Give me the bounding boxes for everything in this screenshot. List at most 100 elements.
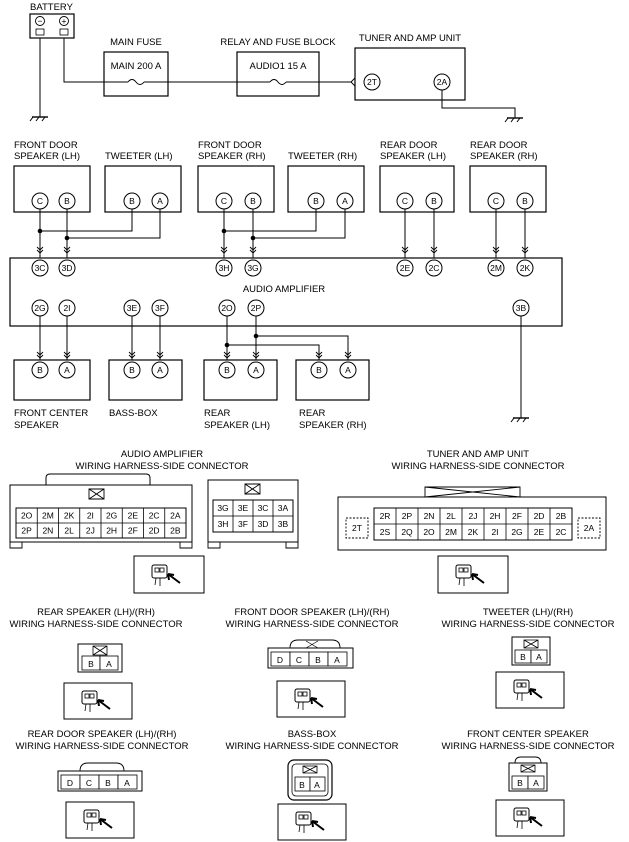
amp-small-connector-cell: 3H bbox=[218, 519, 229, 529]
svg-text:C: C bbox=[296, 655, 302, 665]
main-fuse: MAIN FUSE MAIN 200 A bbox=[103, 37, 169, 97]
svg-text:TWEETER (LH): TWEETER (LH) bbox=[105, 151, 173, 162]
svg-text:SPEAKER (LH): SPEAKER (LH) bbox=[204, 420, 270, 431]
amp-connector-cell: 2H bbox=[106, 526, 117, 536]
amp-connector-cell: 2G bbox=[106, 511, 117, 521]
svg-text:B: B bbox=[37, 365, 43, 375]
svg-text:2I: 2I bbox=[63, 303, 70, 313]
lock-tab-icon bbox=[244, 483, 261, 495]
svg-text:A: A bbox=[314, 780, 320, 790]
svg-text:C: C bbox=[493, 196, 499, 206]
front-center-connector-view: FRONT CENTER SPEAKER WIRING HARNESS-SIDE… bbox=[442, 729, 615, 837]
svg-text:2A: 2A bbox=[584, 523, 595, 533]
svg-text:B: B bbox=[522, 196, 528, 206]
svg-text:B: B bbox=[224, 365, 230, 375]
svg-text:A: A bbox=[342, 196, 348, 206]
amp-connector-cell: 2F bbox=[128, 526, 138, 536]
svg-text:TUNER AND AMP UNIT: TUNER AND AMP UNIT bbox=[427, 449, 529, 460]
tuner-connector-cell: 2N bbox=[424, 511, 435, 521]
amp-connector-cell: 2N bbox=[42, 526, 53, 536]
tuner-title: TUNER AND AMP UNIT bbox=[359, 33, 461, 44]
fuse-icon bbox=[269, 79, 287, 85]
lock-tab-icon bbox=[88, 488, 105, 500]
svg-text:SPEAKER (RH): SPEAKER (RH) bbox=[470, 151, 538, 162]
svg-text:B: B bbox=[315, 655, 321, 665]
svg-text:B: B bbox=[431, 196, 437, 206]
svg-text:FRONT DOOR: FRONT DOOR bbox=[14, 140, 78, 151]
speaker-bass-box: B A BASS-BOX bbox=[108, 359, 183, 419]
svg-text:B: B bbox=[64, 196, 70, 206]
amp-connector-cell: 2K bbox=[64, 511, 75, 521]
svg-text:REAR DOOR: REAR DOOR bbox=[470, 140, 528, 151]
ground-icon bbox=[29, 116, 49, 122]
amp-small-connector-cell: 3E bbox=[238, 503, 249, 513]
svg-text:FRONT DOOR SPEAKER (LH)/(RH): FRONT DOOR SPEAKER (LH)/(RH) bbox=[234, 607, 389, 618]
svg-text:FRONT CENTER: FRONT CENTER bbox=[14, 408, 88, 419]
svg-text:SPEAKER (RH): SPEAKER (RH) bbox=[299, 420, 367, 431]
svg-text:2E: 2E bbox=[400, 263, 411, 273]
svg-text:B: B bbox=[517, 778, 523, 788]
tuner-connector-cell: 2B bbox=[556, 511, 567, 521]
tuner-connector-cell: 2S bbox=[380, 527, 391, 537]
tuner-connector-cell: 2D bbox=[534, 511, 545, 521]
tuner-connector-cell: 2C bbox=[556, 527, 567, 537]
svg-text:B: B bbox=[520, 652, 526, 662]
connector-chevrons bbox=[36, 351, 352, 359]
svg-text:D: D bbox=[277, 655, 283, 665]
amp-connector-cell: 2I bbox=[87, 511, 94, 521]
battery-minus: − bbox=[38, 16, 43, 26]
svg-text:REAR DOOR: REAR DOOR bbox=[380, 140, 438, 151]
tuner-connector-cell: 2F bbox=[512, 511, 522, 521]
svg-text:2O: 2O bbox=[221, 303, 233, 313]
relay-fuse-block: RELAY AND FUSE BLOCK AUDIO1 15 A bbox=[220, 37, 336, 97]
amp-small-connector-cell: 3G bbox=[217, 503, 228, 513]
speaker-rear-rh: B A REAR SPEAKER (RH) bbox=[295, 359, 370, 431]
splice-dots bbox=[37, 228, 256, 241]
connector-chevrons bbox=[36, 246, 529, 254]
rear-speaker-connector-view: REAR SPEAKER (LH)/(RH) WIRING HARNESS-SI… bbox=[10, 607, 183, 720]
svg-text:BASS-BOX: BASS-BOX bbox=[109, 408, 158, 419]
lock-tab-icon bbox=[424, 486, 521, 498]
svg-text:3E: 3E bbox=[127, 303, 138, 313]
svg-text:2M: 2M bbox=[490, 263, 502, 273]
svg-text:B: B bbox=[316, 365, 322, 375]
tuner-connector-cell: 2L bbox=[446, 511, 456, 521]
top-wires bbox=[39, 209, 526, 260]
svg-text:2G: 2G bbox=[34, 303, 45, 313]
svg-text:A: A bbox=[64, 365, 70, 375]
tuner-pin-2a: 2A bbox=[437, 77, 448, 87]
svg-text:B: B bbox=[129, 196, 135, 206]
svg-text:2C: 2C bbox=[429, 263, 440, 273]
svg-text:WIRING HARNESS-SIDE CONNECTOR: WIRING HARNESS-SIDE CONNECTOR bbox=[442, 741, 615, 752]
speaker-rear-door-lh: REAR DOOR SPEAKER (LH) C B bbox=[379, 140, 455, 213]
svg-text:WIRING HARNESS-SIDE CONNECTOR: WIRING HARNESS-SIDE CONNECTOR bbox=[226, 619, 399, 630]
amp-connector-cell: 2P bbox=[21, 526, 32, 536]
main-fuse-label: MAIN 200 A bbox=[111, 61, 162, 72]
tuner-connector-cell: 2G bbox=[511, 527, 522, 537]
svg-text:2K: 2K bbox=[520, 263, 531, 273]
svg-text:C: C bbox=[402, 196, 408, 206]
svg-text:REAR SPEAKER (LH)/(RH): REAR SPEAKER (LH)/(RH) bbox=[37, 607, 155, 618]
svg-text:REAR: REAR bbox=[204, 408, 231, 419]
svg-text:A: A bbox=[157, 365, 163, 375]
audio-fuse-label: AUDIO1 15 A bbox=[249, 61, 307, 72]
battery-plus: + bbox=[62, 16, 67, 26]
bottom-wires bbox=[39, 316, 522, 418]
svg-text:3F: 3F bbox=[155, 303, 165, 313]
amp-connector-cell: 2A bbox=[170, 511, 181, 521]
amp-connector-cell: 2C bbox=[149, 511, 160, 521]
speaker-front-door-rh: FRONT DOOR SPEAKER (RH) C B bbox=[197, 140, 275, 213]
svg-text:C: C bbox=[221, 196, 227, 206]
splice-dots bbox=[224, 333, 259, 348]
tuner-connector-cell: 2J bbox=[469, 511, 478, 521]
svg-text:WIRING HARNESS-SIDE CONNECTOR: WIRING HARNESS-SIDE CONNECTOR bbox=[16, 741, 189, 752]
tuner-connector-cell: 2K bbox=[468, 527, 479, 537]
svg-text:A: A bbox=[157, 196, 163, 206]
svg-text:BASS-BOX: BASS-BOX bbox=[288, 729, 337, 740]
svg-text:A: A bbox=[334, 655, 340, 665]
svg-text:A: A bbox=[106, 659, 112, 669]
amp-small-connector-cell: 3C bbox=[258, 503, 269, 513]
svg-text:A: A bbox=[533, 778, 539, 788]
amp-connector-cell: 2L bbox=[64, 526, 74, 536]
tweeter-connector-view: TWEETER (LH)/(RH) WIRING HARNESS-SIDE CO… bbox=[442, 607, 615, 709]
